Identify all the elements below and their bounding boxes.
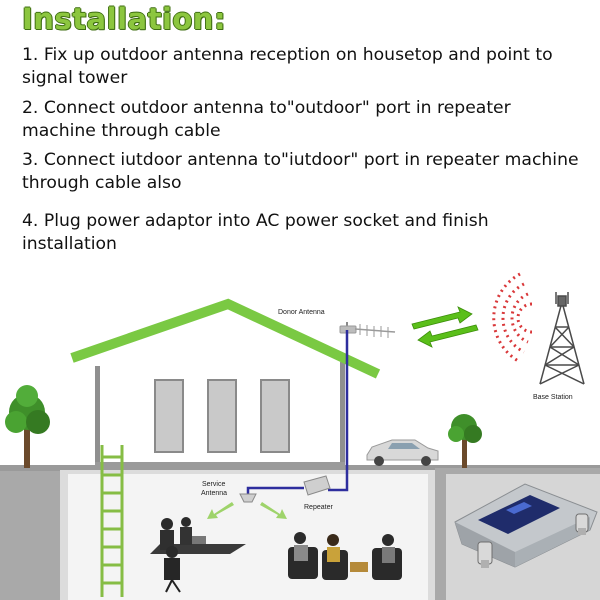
house-wall: [95, 366, 100, 468]
indoor-signal-arrows-icon: [207, 502, 287, 519]
installation-diagram: Donor Antenna Base Station Service Ante: [0, 272, 600, 600]
step-2: 2. Connect outdoor antenna to"outdoor" p…: [22, 98, 511, 141]
repeater-label: Repeater: [304, 504, 333, 511]
house-wall-right: [340, 362, 345, 468]
house-roof: [70, 298, 381, 379]
window-2: [207, 379, 237, 453]
donor-antenna-label: Donor Antenna: [278, 309, 325, 316]
service-antenna-label-line2: Antenna: [201, 490, 227, 497]
ladder-icon: [100, 445, 124, 597]
signal-arrows-icon: [411, 306, 479, 348]
feeder-cable: [328, 330, 349, 492]
page-title: Installation:: [22, 2, 227, 36]
ground-left: [0, 468, 60, 600]
signal-waves-icon: [492, 272, 533, 364]
tree-icon: [5, 385, 50, 468]
repeater-product-image: [454, 483, 598, 568]
window-1: [154, 379, 184, 453]
base-station-label: Base Station: [533, 394, 573, 401]
indoor-cable: [246, 486, 304, 494]
step-4: 4. Plug power adaptor into AC power sock…: [22, 211, 489, 254]
office-people-illustration: [150, 517, 246, 593]
repeater-box-icon: [303, 475, 331, 496]
car-icon: [366, 439, 439, 466]
service-antenna-icon: [239, 493, 257, 503]
step-3: 3. Connect iutdoor antenna to"iutdoor" p…: [22, 150, 579, 193]
base-station-tower-icon: [539, 292, 585, 385]
tree-icon: [448, 414, 482, 468]
service-antenna-label-line1: Service: [202, 481, 225, 488]
house-floor: [95, 462, 345, 470]
window-3: [260, 379, 290, 453]
lounge-people-illustration: [288, 532, 402, 580]
step-1: 1. Fix up outdoor antenna reception on h…: [22, 45, 553, 88]
